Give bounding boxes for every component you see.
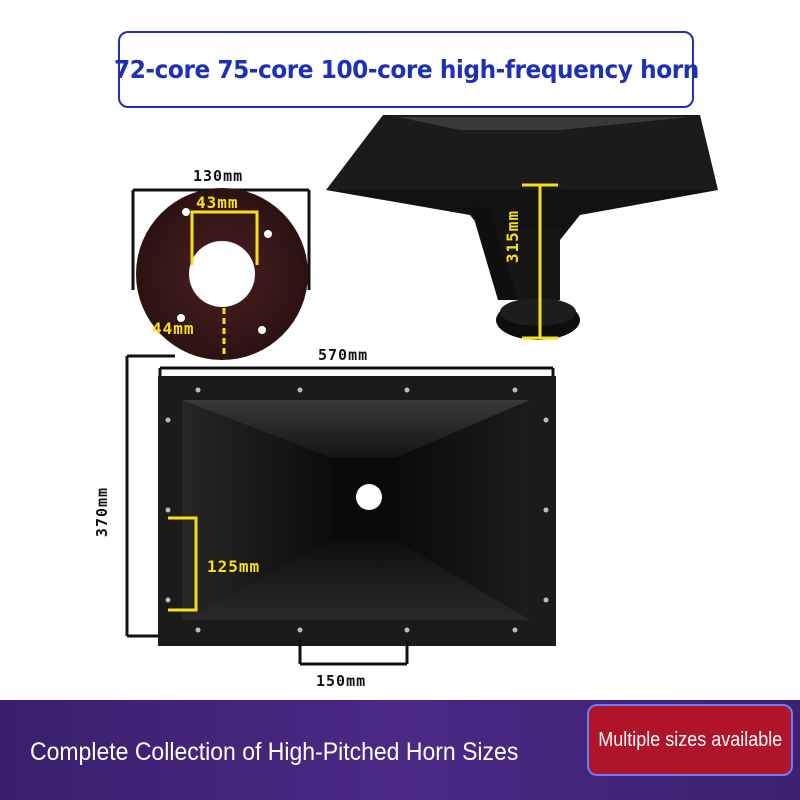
flange-offset-label: 44mm — [152, 319, 195, 338]
sizes-badge-label: Multiple sizes available — [597, 728, 783, 751]
flange-diagram — [131, 188, 311, 360]
side-height-label: 315mm — [503, 209, 523, 264]
horn-front-view — [125, 354, 556, 666]
bottom-width-label: 150mm — [316, 672, 367, 690]
front-width-label: 570mm — [318, 346, 369, 364]
front-height-label: 370mm — [93, 486, 112, 538]
horn-illustration — [125, 115, 718, 666]
footer-caption: Complete Collection of High-Pitched Horn… — [30, 738, 519, 766]
title-banner: 72-core 75-core 100-core high-frequency … — [114, 31, 699, 108]
sizes-badge: Multiple sizes available — [587, 704, 793, 776]
page-title: 72-core 75-core 100-core high-frequency … — [113, 55, 699, 84]
flange-diameter-label: 130mm — [193, 167, 244, 185]
throat-width-label: 43mm — [196, 193, 239, 212]
horn-side-view — [326, 115, 718, 340]
mouth-width-label: 125mm — [207, 557, 261, 576]
